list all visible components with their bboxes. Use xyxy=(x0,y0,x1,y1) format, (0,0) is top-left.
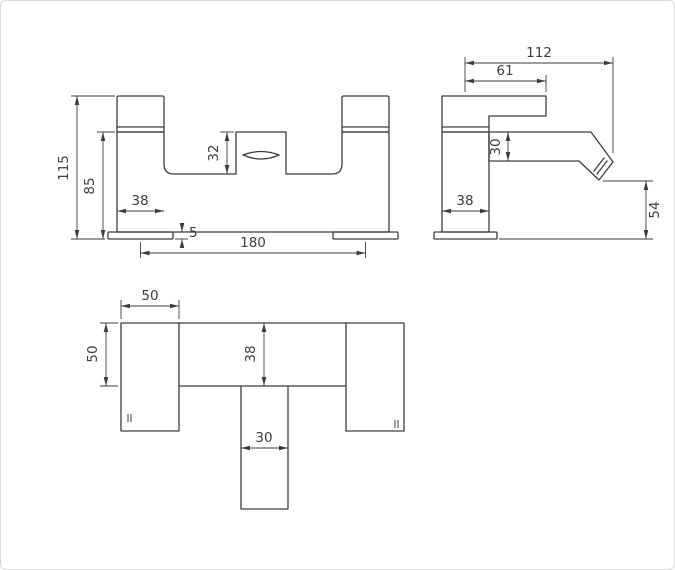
dim-label-handle-projection: 61 xyxy=(496,63,513,79)
aerator-detail xyxy=(596,160,608,175)
dim-label-pillar-width: 38 xyxy=(131,193,148,209)
dim-label-spout-width: 30 xyxy=(255,430,272,446)
base-plate xyxy=(433,231,498,240)
dim-label-total-height: 115 xyxy=(56,155,72,181)
plan-outline xyxy=(120,322,405,510)
dim-label-overall-projection: 112 xyxy=(526,45,552,61)
dim-base-plate-thickness: 5 xyxy=(175,223,198,248)
dim-label-spout-block-height: 32 xyxy=(206,144,222,161)
dim-label-body-depth: 38 xyxy=(456,193,473,209)
spout xyxy=(488,131,614,181)
tap-body-outline xyxy=(116,131,390,233)
dim-label-handle-depth: 50 xyxy=(85,345,101,362)
dim-spout-width: 30 xyxy=(241,430,288,451)
dim-handle-projection: 61 xyxy=(465,63,547,92)
dim-label-handle-width: 50 xyxy=(141,288,158,304)
dim-label-body-height: 85 xyxy=(82,177,98,194)
right-base-plate xyxy=(332,231,399,240)
dim-label-base-plate-thickness: 5 xyxy=(189,225,198,241)
dim-body-width: 38 xyxy=(243,323,267,386)
dim-handle-width: 50 xyxy=(120,288,180,319)
dim-label-body-width: 38 xyxy=(243,345,259,362)
side-view: 112 61 30 38 54 xyxy=(433,45,663,240)
dim-pillar-width: 38 xyxy=(117,193,164,214)
dim-total-height: 115 xyxy=(56,95,115,240)
front-view: 115 85 32 38 5 180 xyxy=(56,95,399,258)
dim-overall-projection: 112 xyxy=(464,45,614,153)
dim-spout-height: 30 xyxy=(488,132,511,161)
aerator-detail xyxy=(593,157,605,172)
dim-handle-depth: 50 xyxy=(85,322,118,387)
body xyxy=(441,131,490,233)
plan-view: 50 50 38 30 xyxy=(85,288,405,510)
dim-label-spout-clearance: 54 xyxy=(647,201,663,218)
dim-spout-block-height: 32 xyxy=(206,131,234,174)
dim-label-tap-centres: 180 xyxy=(240,235,266,251)
spout-opening-detail xyxy=(242,150,280,160)
dim-spout-clearance: 54 xyxy=(499,180,663,240)
dim-tap-centres: 180 xyxy=(140,235,366,258)
left-base-plate xyxy=(107,231,174,240)
dim-label-spout-height: 30 xyxy=(488,138,504,155)
dim-body-height: 85 xyxy=(82,131,115,239)
dim-body-depth: 38 xyxy=(442,193,489,214)
